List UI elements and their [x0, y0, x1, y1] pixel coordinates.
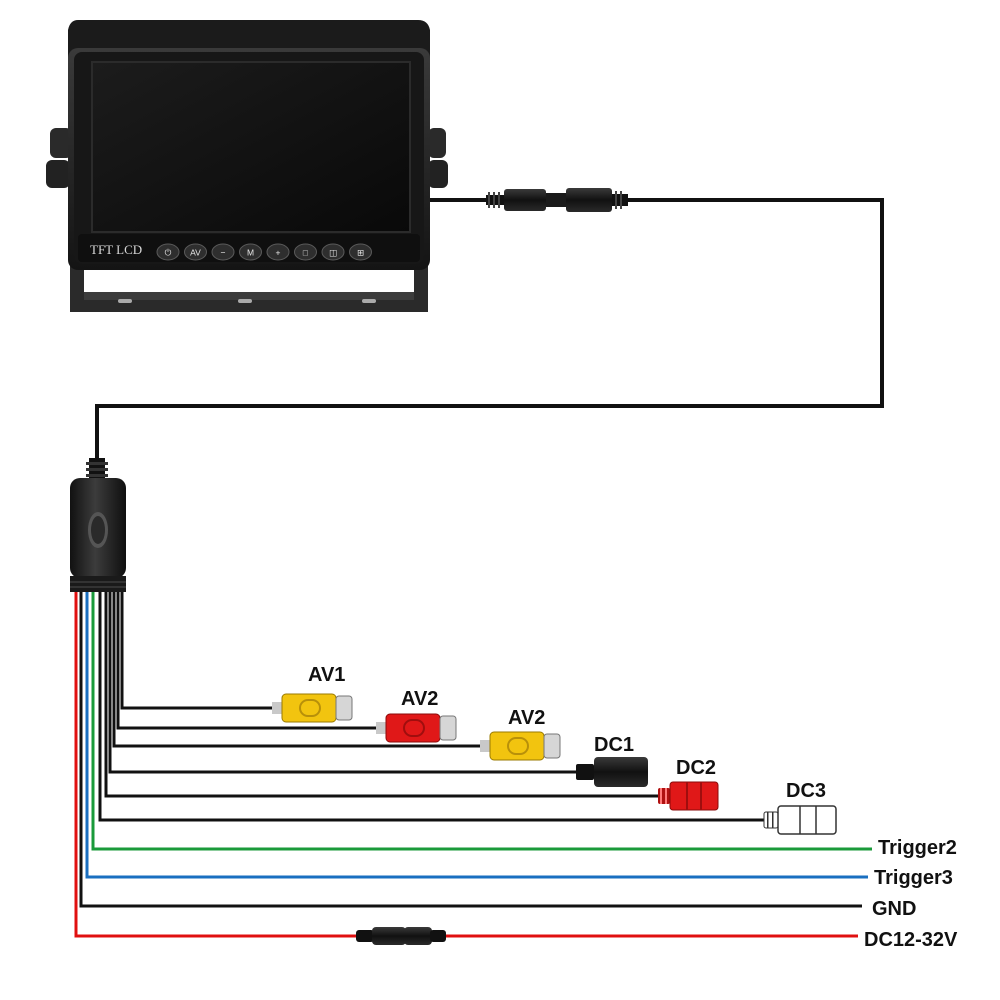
wire-av2-yellow — [112, 592, 480, 748]
fuse-holder — [356, 927, 446, 945]
extension-cable — [95, 188, 884, 460]
trigger2-label: Trigger2 — [878, 837, 957, 859]
quad-view-button[interactable]: ⊞ — [349, 243, 372, 261]
quad-view-button-label: ⊞ — [357, 248, 364, 258]
av2-yellow-label: AV2 — [508, 707, 545, 729]
monitor: TFT LCD ⏻ AV − M + □ ◫ ⊞ — [46, 20, 448, 312]
dc1-label: DC1 — [594, 734, 634, 756]
left-knob[interactable] — [46, 128, 72, 188]
wire-av2-red — [116, 592, 376, 730]
av-button[interactable]: AV — [184, 243, 207, 261]
av1-connector[interactable] — [272, 693, 353, 723]
wire-power — [74, 592, 858, 938]
single-view-button-label: □ — [303, 248, 308, 258]
power-label: DC12-32V — [864, 929, 958, 951]
single-view-button[interactable]: □ — [294, 243, 317, 261]
dual-view-button[interactable]: ◫ — [321, 243, 345, 261]
breakout-hub — [70, 458, 126, 592]
wire-gnd — [79, 592, 862, 908]
plus-button-label: + — [276, 248, 281, 258]
dc3-label: DC3 — [786, 780, 826, 802]
dc2-label: DC2 — [676, 757, 716, 779]
gnd-label: GND — [872, 898, 916, 920]
wire-trigger3 — [85, 592, 868, 879]
av1-label: AV1 — [308, 664, 345, 686]
menu-button-label: M — [247, 248, 254, 258]
av2-red-connector[interactable] — [376, 713, 457, 743]
av-button-label: AV — [190, 248, 201, 258]
plus-button[interactable]: + — [266, 243, 290, 261]
power-button[interactable]: ⏻ — [156, 243, 180, 261]
menu-button[interactable]: M — [239, 243, 262, 261]
dc2-connector[interactable] — [658, 781, 719, 811]
wire-dc1 — [108, 592, 576, 774]
minus-button[interactable]: − — [211, 243, 235, 261]
wire-av1 — [120, 592, 272, 710]
dc1-connector[interactable] — [576, 757, 648, 787]
wire-dc3 — [98, 592, 764, 822]
brand-label: TFT LCD — [90, 242, 142, 257]
mounting-bracket — [70, 262, 428, 312]
breakout-wires — [74, 592, 872, 938]
screen — [91, 61, 411, 233]
dc3-connector[interactable] — [763, 805, 837, 835]
dual-view-button-label: ◫ — [329, 248, 337, 258]
right-knob[interactable] — [428, 128, 448, 188]
trigger3-label: Trigger3 — [874, 867, 953, 889]
wire-dc2 — [104, 592, 658, 798]
minus-button-label: − — [221, 248, 226, 258]
av2-red-label: AV2 — [401, 688, 438, 710]
av2-yellow-connector[interactable] — [480, 731, 561, 761]
power-button-label: ⏻ — [165, 248, 172, 258]
aviation-connector — [486, 188, 628, 212]
wire-trigger2 — [91, 592, 872, 851]
control-buttons: ⏻ AV − M + □ ◫ ⊞ — [156, 243, 372, 261]
